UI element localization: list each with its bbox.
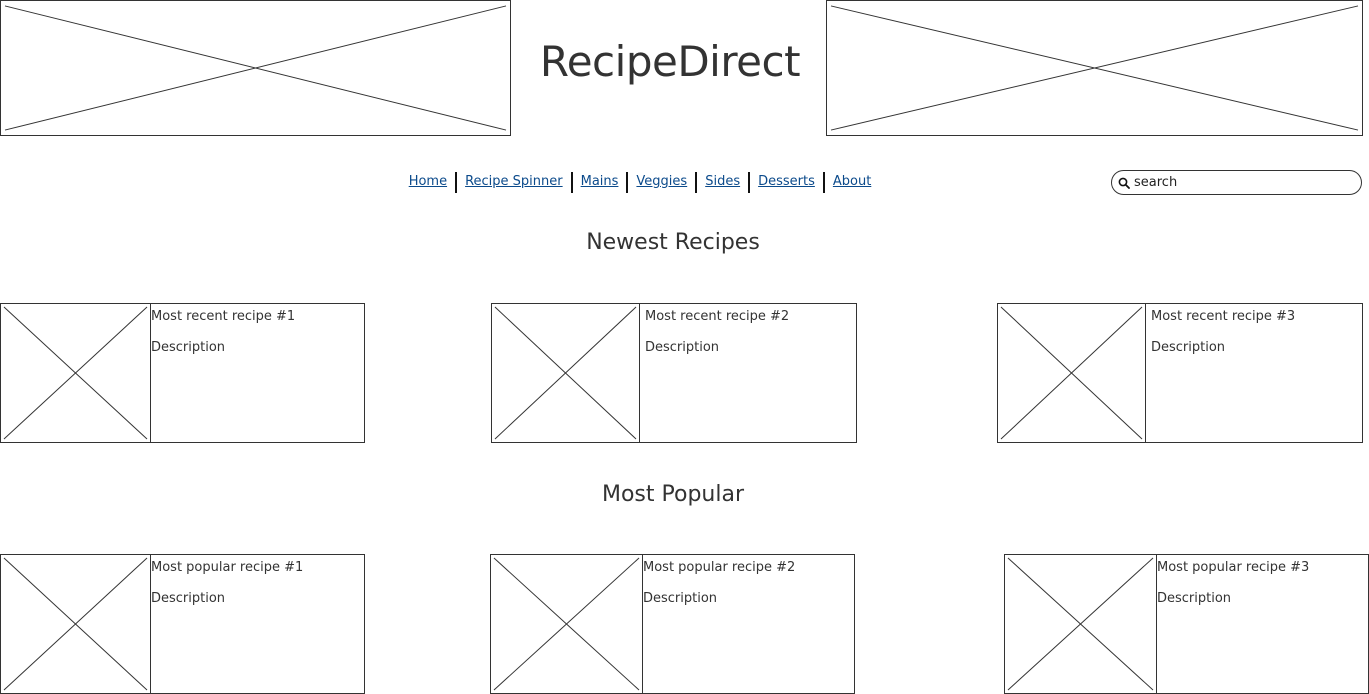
recipe-title[interactable]: Most popular recipe #2: [643, 560, 796, 575]
nav-link-about[interactable]: About: [832, 174, 872, 189]
nav-divider: [822, 171, 825, 193]
nav-link-veggies[interactable]: Veggies: [636, 174, 688, 189]
recipe-image-placeholder: [998, 304, 1146, 442]
recipe-image-placeholder: [491, 555, 643, 693]
recipe-card[interactable]: Most recent recipe #3 Description: [997, 303, 1363, 443]
nav-link-recipe-spinner[interactable]: Recipe Spinner: [465, 174, 563, 189]
nav-link-home[interactable]: Home: [408, 174, 448, 189]
nav-divider: [626, 171, 629, 193]
nav-link-sides[interactable]: Sides: [705, 174, 741, 189]
header-banner-left-image: [0, 0, 511, 136]
recipe-card[interactable]: Most popular recipe #3 Description: [1004, 554, 1369, 694]
recipe-card[interactable]: Most popular recipe #1 Description: [0, 554, 365, 694]
header-banner-right-image: [826, 0, 1363, 136]
search-icon: [1118, 177, 1130, 189]
recipe-image-placeholder: [1005, 555, 1157, 693]
nav-link-desserts[interactable]: Desserts: [758, 174, 815, 189]
recipe-image-placeholder: [492, 304, 640, 442]
nav-divider: [455, 171, 458, 193]
recipe-description: Description: [151, 340, 226, 355]
recipe-description: Description: [643, 591, 718, 606]
recipe-description: Description: [1157, 591, 1232, 606]
recipe-image-placeholder: [1, 304, 151, 442]
recipe-image-placeholder: [1, 555, 151, 693]
nav-link-mains[interactable]: Mains: [580, 174, 619, 189]
most-popular-heading: Most Popular: [601, 482, 744, 507]
search-input[interactable]: [1134, 175, 1334, 190]
recipe-card[interactable]: Most popular recipe #2 Description: [490, 554, 855, 694]
recipe-title[interactable]: Most popular recipe #3: [1157, 560, 1310, 575]
recipe-description: Description: [645, 340, 720, 355]
recipe-description: Description: [1151, 340, 1226, 355]
recipe-description: Description: [151, 591, 226, 606]
site-logo-title[interactable]: RecipeDirect: [539, 37, 801, 86]
recipe-title[interactable]: Most popular recipe #1: [151, 560, 304, 575]
main-nav: Home Recipe Spinner Mains Veggies Sides …: [0, 170, 1280, 194]
nav-divider: [570, 171, 573, 193]
nav-divider: [748, 171, 751, 193]
recipe-card[interactable]: Most recent recipe #2 Description: [491, 303, 857, 443]
newest-recipes-heading: Newest Recipes: [586, 230, 760, 255]
recipe-title[interactable]: Most recent recipe #3: [1151, 309, 1296, 324]
search-box[interactable]: [1111, 170, 1362, 195]
recipe-card[interactable]: Most recent recipe #1 Description: [0, 303, 365, 443]
recipe-title[interactable]: Most recent recipe #1: [151, 309, 296, 324]
nav-divider: [695, 171, 698, 193]
recipe-title[interactable]: Most recent recipe #2: [645, 309, 790, 324]
